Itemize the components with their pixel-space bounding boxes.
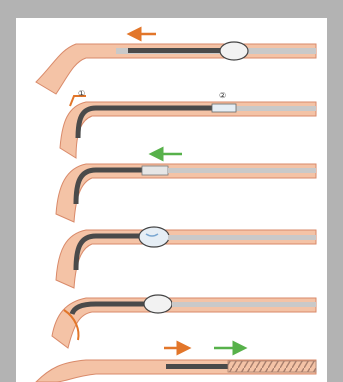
balloon xyxy=(220,42,248,60)
label-1: ① xyxy=(78,89,85,98)
guide-lumen xyxy=(168,168,316,173)
step-4 xyxy=(56,227,316,288)
catheter xyxy=(166,364,228,369)
guide-lumen xyxy=(168,235,316,240)
inflated-balloon xyxy=(139,227,169,247)
diagram-panel: ① ② xyxy=(16,18,327,382)
stent xyxy=(228,361,316,372)
step-1 xyxy=(36,34,316,94)
guide-lumen xyxy=(172,302,316,307)
step-2: ① ② xyxy=(60,89,316,158)
step-3 xyxy=(56,154,316,222)
catheter xyxy=(128,48,226,53)
catheter-procedure-diagram: ① ② xyxy=(16,18,327,382)
step-5 xyxy=(52,295,316,348)
balloon xyxy=(144,295,172,313)
deflated-balloon xyxy=(212,104,236,112)
sheath xyxy=(142,166,168,175)
label-2: ② xyxy=(219,91,226,100)
step-6 xyxy=(36,348,316,382)
